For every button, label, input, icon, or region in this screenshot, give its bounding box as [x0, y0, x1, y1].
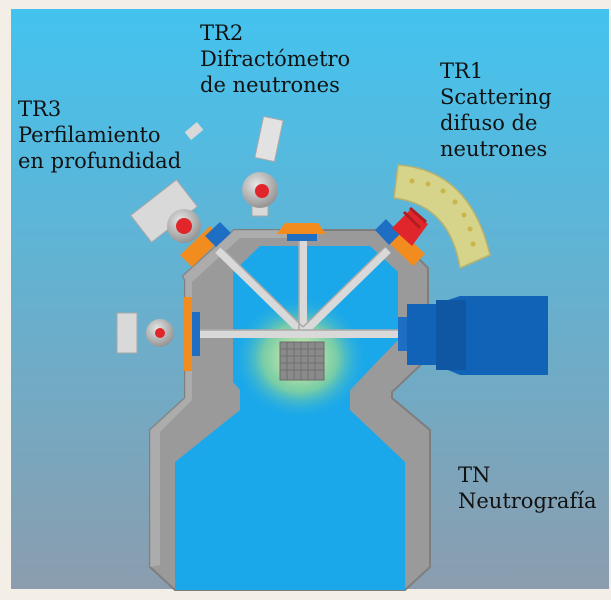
tr2-instrument	[242, 115, 284, 217]
beam-tubes	[196, 236, 406, 338]
tr3-line2: en profundidad	[18, 149, 182, 173]
tn-label: TN Neutrografía	[458, 462, 596, 514]
reactor-core	[279, 341, 325, 381]
tr1-label: TR1 Scattering difuso de neutrones	[440, 58, 552, 162]
tr2-line2: de neutrones	[200, 73, 340, 97]
tr1-detector-arc	[393, 164, 491, 270]
tr1-beam-port	[375, 219, 425, 266]
tr3-line1: Perfilamiento	[18, 123, 161, 147]
tr1-code: TR1	[440, 59, 484, 83]
left-beam-port	[183, 297, 200, 371]
tr2-label: TR2 Difractómetro de neutrones	[200, 20, 350, 98]
tn-code: TN	[458, 463, 491, 487]
tr2-beam-port	[277, 223, 326, 241]
tr1-line1: Scattering	[440, 85, 552, 109]
tr3-instrument	[129, 122, 204, 243]
neutrography-facility	[407, 296, 548, 375]
tr1-instrument	[392, 206, 428, 246]
left-instrument	[116, 312, 174, 354]
tr3-code: TR3	[18, 97, 62, 121]
tr3-label: TR3 Perfilamiento en profundidad	[18, 96, 181, 174]
tn-beam-port	[398, 317, 407, 351]
tr3-beam-port	[180, 222, 231, 267]
tn-line1: Neutrografía	[458, 489, 597, 513]
tr2-code: TR2	[200, 21, 244, 45]
tr1-line3: neutrones	[440, 137, 548, 161]
tr1-line2: difuso de	[440, 111, 538, 135]
tr2-line1: Difractómetro	[200, 47, 351, 71]
